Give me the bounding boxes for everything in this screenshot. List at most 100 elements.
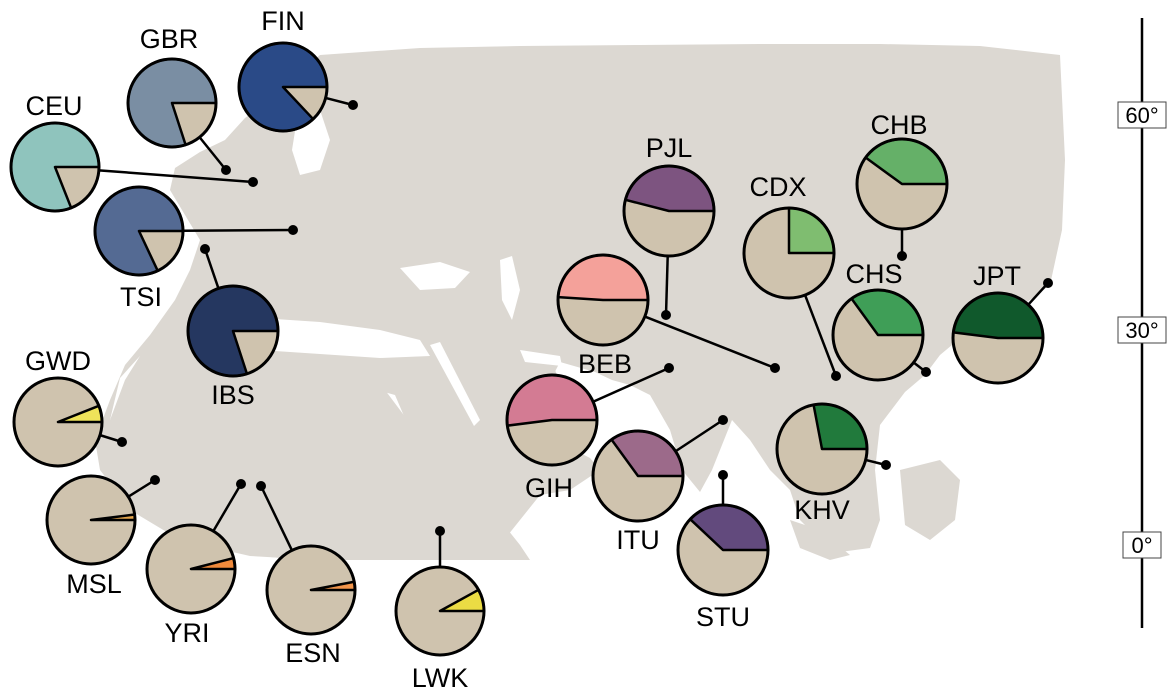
location-dot-pjl (661, 310, 671, 320)
pie-outline-esn (265, 544, 357, 636)
leader-line-beb (644, 315, 776, 370)
label-yri: YRI (164, 618, 209, 648)
pie-msl (45, 474, 137, 566)
label-beb: BEB (578, 349, 632, 379)
pie-outline-itu (591, 429, 685, 523)
latitude-tick-box (1122, 531, 1162, 559)
pie-jpt (951, 291, 1045, 385)
pie-outline-jpt (951, 291, 1045, 385)
leader-lines (98, 96, 1053, 567)
location-dot-fin (348, 100, 358, 110)
location-dot-yri (236, 479, 246, 489)
leader-line-cdx (803, 294, 838, 377)
label-ibs: IBS (211, 380, 255, 410)
pie-outline-fin (237, 41, 329, 133)
pie-fin (237, 41, 329, 133)
africa-land (105, 350, 530, 560)
location-dot-lwk (435, 526, 445, 536)
pie-outline-cdx (742, 206, 836, 300)
leader-line-pjl (664, 255, 669, 316)
label-itu: ITU (616, 525, 660, 555)
leader-line-yri (212, 483, 243, 532)
location-dot-chb (897, 251, 907, 261)
leader-line-tsi (182, 228, 294, 232)
pie-outline-yri (145, 523, 237, 615)
caspian-sea (500, 256, 520, 320)
label-fin: FIN (261, 6, 305, 36)
pie-outline-gih (505, 373, 599, 467)
latitude-tick-label: 0° (1131, 533, 1152, 558)
label-msl: MSL (66, 569, 122, 599)
pie-outline-ibs (186, 284, 280, 378)
pie-lwk (394, 565, 486, 657)
label-pjl: PJL (646, 133, 693, 163)
leader-line-ibs (203, 248, 220, 289)
japan-land (1000, 215, 1045, 300)
pie-outline-chb (855, 137, 949, 231)
persian-gulf (520, 350, 562, 366)
pie-outline-lwk (394, 565, 486, 657)
pie-khv (775, 402, 869, 496)
location-dot-msl (150, 475, 160, 485)
sumatra-land (790, 520, 850, 560)
location-dot-jpt (1043, 278, 1053, 288)
label-khv: KHV (794, 495, 850, 525)
label-cdx: CDX (749, 172, 806, 202)
latitude-tick-box (1117, 316, 1167, 344)
location-dot-chs (921, 367, 931, 377)
label-gih: GIH (525, 473, 573, 503)
pie-outline-msl (45, 474, 137, 566)
location-dot-khv (881, 460, 891, 470)
location-dot-gwd (117, 437, 127, 447)
label-lwk: LWK (412, 663, 469, 691)
latitude-tick-label: 30° (1125, 318, 1158, 343)
leader-line-msl (127, 478, 156, 498)
black-sea (400, 262, 470, 290)
pie-outline-stu (676, 503, 770, 597)
pie-outline-gwd (12, 376, 104, 468)
label-gbr: GBR (140, 24, 199, 54)
pie-esn (265, 544, 357, 636)
pie-pjl (622, 164, 716, 258)
label-tsi: TSI (120, 282, 162, 312)
pie-outline-beb (556, 253, 650, 347)
population-pies (9, 41, 1045, 657)
location-dot-beb (770, 363, 780, 373)
seas (200, 95, 562, 426)
location-dot-ceu (248, 177, 258, 187)
pie-outline-ceu (9, 121, 101, 213)
location-dot-ibs (200, 244, 210, 254)
label-ceu: CEU (25, 91, 82, 121)
pie-gbr (126, 57, 218, 149)
latitude-tick-box (1117, 101, 1167, 129)
leader-line-esn (259, 485, 294, 551)
pie-beb (556, 253, 650, 347)
location-dot-cdx (831, 371, 841, 381)
location-dot-stu (718, 470, 728, 480)
pie-tsi (93, 185, 185, 277)
pie-outline-khv (775, 402, 869, 496)
pie-chb (855, 137, 949, 231)
label-chs: CHS (845, 259, 902, 289)
pie-ibs (186, 284, 280, 378)
pie-cdx (742, 206, 836, 300)
label-gwd: GWD (25, 346, 91, 376)
pie-chs (831, 288, 925, 382)
leader-line-itu (674, 418, 724, 453)
location-dot-tsi (288, 225, 298, 235)
label-stu: STU (696, 602, 750, 632)
label-jpt: JPT (973, 261, 1021, 291)
pie-gwd (12, 376, 104, 468)
borneo-land (900, 460, 960, 540)
location-dot-esn (256, 481, 266, 491)
pie-outline-tsi (93, 185, 185, 277)
latitude-tick-label: 60° (1125, 103, 1158, 128)
red-sea (430, 342, 480, 426)
leader-line-ceu (98, 169, 254, 184)
pie-yri (145, 523, 237, 615)
pie-ceu (9, 121, 101, 213)
latitude-axis: 60° 30° 0° (1117, 18, 1167, 628)
pie-stu (676, 503, 770, 597)
population-labels: FINGBRCEUTSIIBSGWDMSLYRIESNLWKPJLBEBGIHI… (25, 6, 1021, 691)
